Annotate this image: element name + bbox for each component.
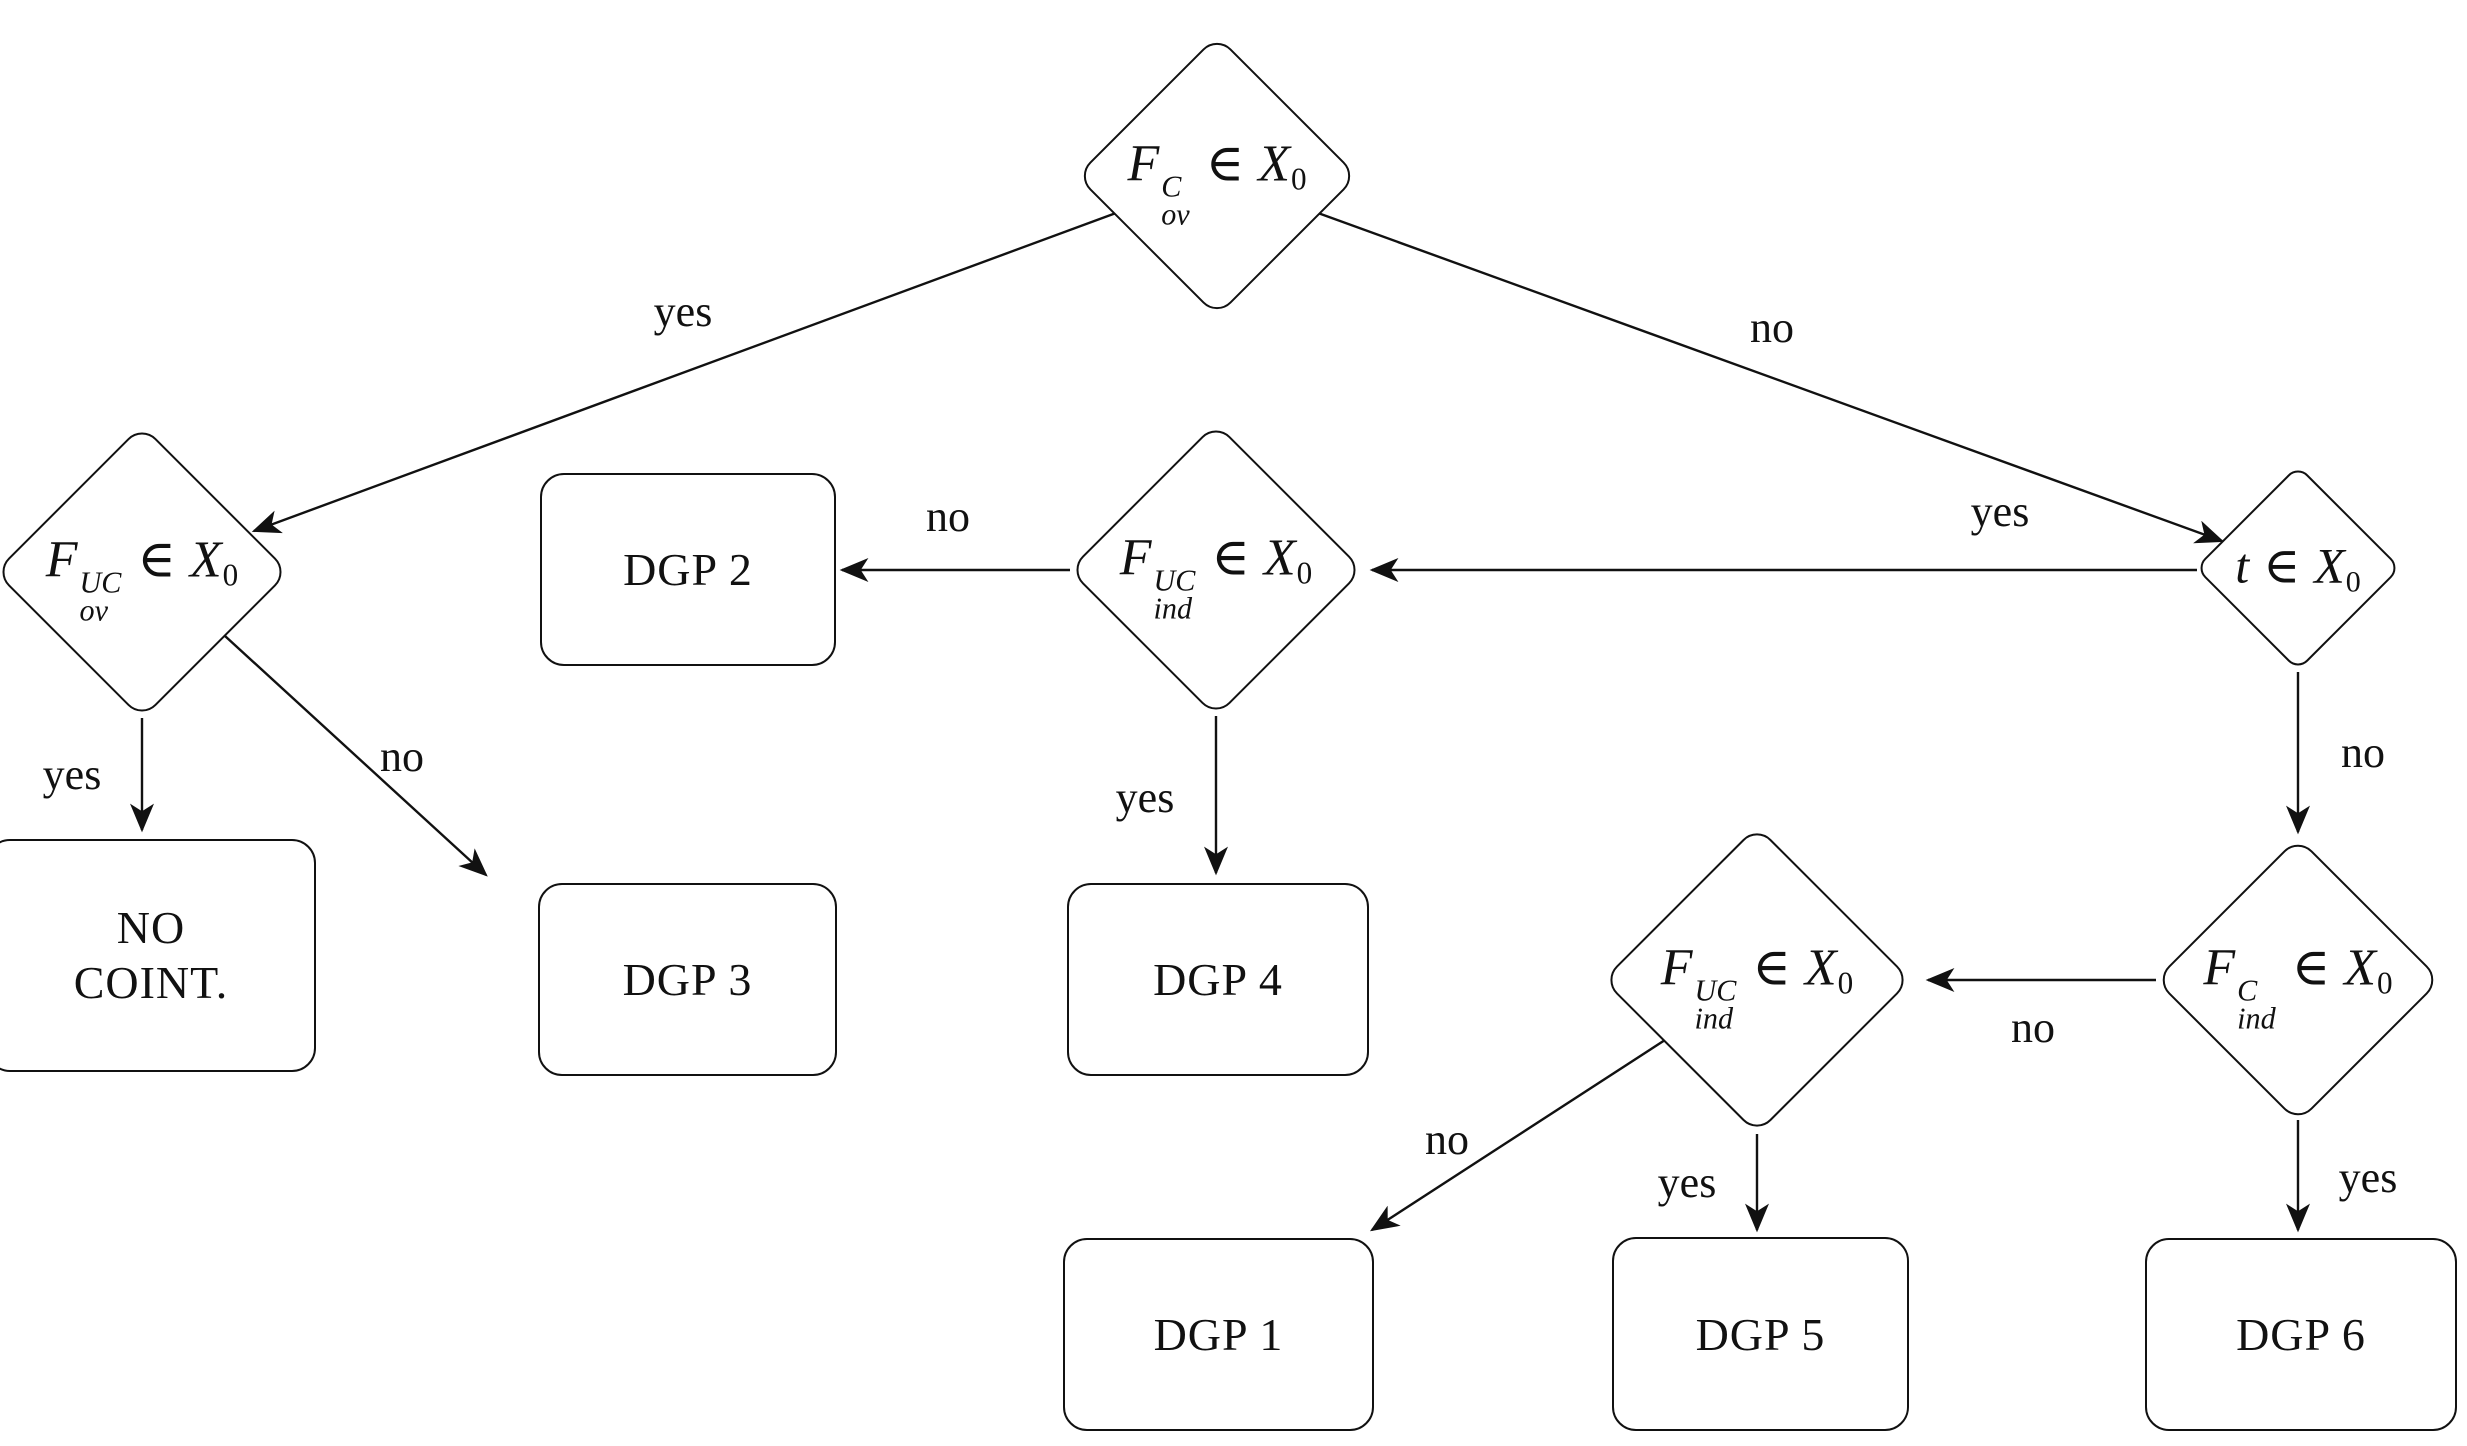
math-set: X: [2314, 537, 2345, 594]
math-set: X: [1804, 939, 1837, 997]
outcome-label: DGP 5: [1695, 1308, 1826, 1360]
edge-label-finducmid-yes: yes: [1115, 773, 1175, 822]
outcome-label: NO COINT.: [74, 901, 229, 1010]
math-set-sub: 0: [222, 557, 239, 593]
edge-label-finducmid-no: no: [926, 492, 970, 541]
edge-label-findc-no: no: [2011, 1003, 2055, 1052]
outcome-dgp6: DGP 6: [2145, 1238, 2457, 1431]
element-of-symbol: ∈: [137, 531, 176, 589]
element-of-symbol: ∈: [2263, 537, 2301, 594]
edge-label-finduclow-no: no: [1425, 1115, 1469, 1164]
element-of-symbol: ∈: [1205, 135, 1245, 193]
edge-finduclow-no: [1369, 1038, 1666, 1232]
edge-label-root-no: no: [1750, 303, 1794, 352]
math-set-sub: 0: [1837, 965, 1854, 1001]
math-set-sub: 0: [1290, 161, 1307, 197]
math-var: F: [1119, 529, 1152, 587]
edge-label-t-yes: yes: [1970, 487, 2030, 536]
math-set-sub: 0: [2345, 565, 2361, 599]
element-of-symbol: ∈: [2291, 939, 2331, 997]
outcome-dgp1: DGP 1: [1063, 1238, 1374, 1431]
math-var: F: [45, 531, 78, 589]
element-of-symbol: ∈: [1752, 939, 1791, 997]
outcome-label: DGP 2: [623, 544, 753, 595]
edge-label-fovuc-no: no: [380, 732, 424, 781]
outcome-no-coint: NO COINT.: [0, 839, 316, 1072]
edge-label-root-yes: yes: [653, 287, 713, 336]
math-set: X: [2344, 939, 2376, 997]
edge-label-finduclow-yes: yes: [1657, 1158, 1717, 1207]
edge-label-fovuc-yes: yes: [42, 750, 102, 799]
math-set-sub: 0: [2376, 965, 2393, 1001]
math-set: X: [189, 531, 222, 589]
no-coint-line1: NO: [116, 902, 186, 954]
math-set: X: [1263, 529, 1296, 587]
edge-label-findc-yes: yes: [2338, 1153, 2398, 1202]
math-var: F: [2203, 939, 2236, 997]
edge-root-yes: [251, 211, 1117, 534]
math-var: t: [2235, 537, 2250, 594]
outcome-dgp2: DGP 2: [540, 473, 836, 666]
decision-formula: t∈X0: [2235, 537, 2360, 600]
outcome-dgp4: DGP 4: [1067, 883, 1369, 1076]
math-var: F: [1127, 135, 1160, 193]
outcome-label: DGP 1: [1153, 1309, 1284, 1360]
no-coint-line2: COINT.: [73, 956, 229, 1008]
outcome-label: DGP 3: [622, 954, 753, 1005]
edge-fovuc-no: [224, 635, 488, 877]
edge-root-no: [1317, 211, 2225, 544]
outcome-label: DGP 6: [2236, 1309, 2366, 1360]
edge-label-t-no: no: [2341, 728, 2385, 777]
outcome-label: DGP 4: [1153, 954, 1283, 1005]
outcome-dgp3: DGP 3: [538, 883, 837, 1076]
math-set-sub: 0: [1296, 555, 1313, 591]
math-var: F: [1660, 939, 1693, 997]
element-of-symbol: ∈: [1211, 529, 1250, 587]
outcome-dgp5: DGP 5: [1612, 1237, 1909, 1431]
math-set: X: [1258, 135, 1290, 193]
